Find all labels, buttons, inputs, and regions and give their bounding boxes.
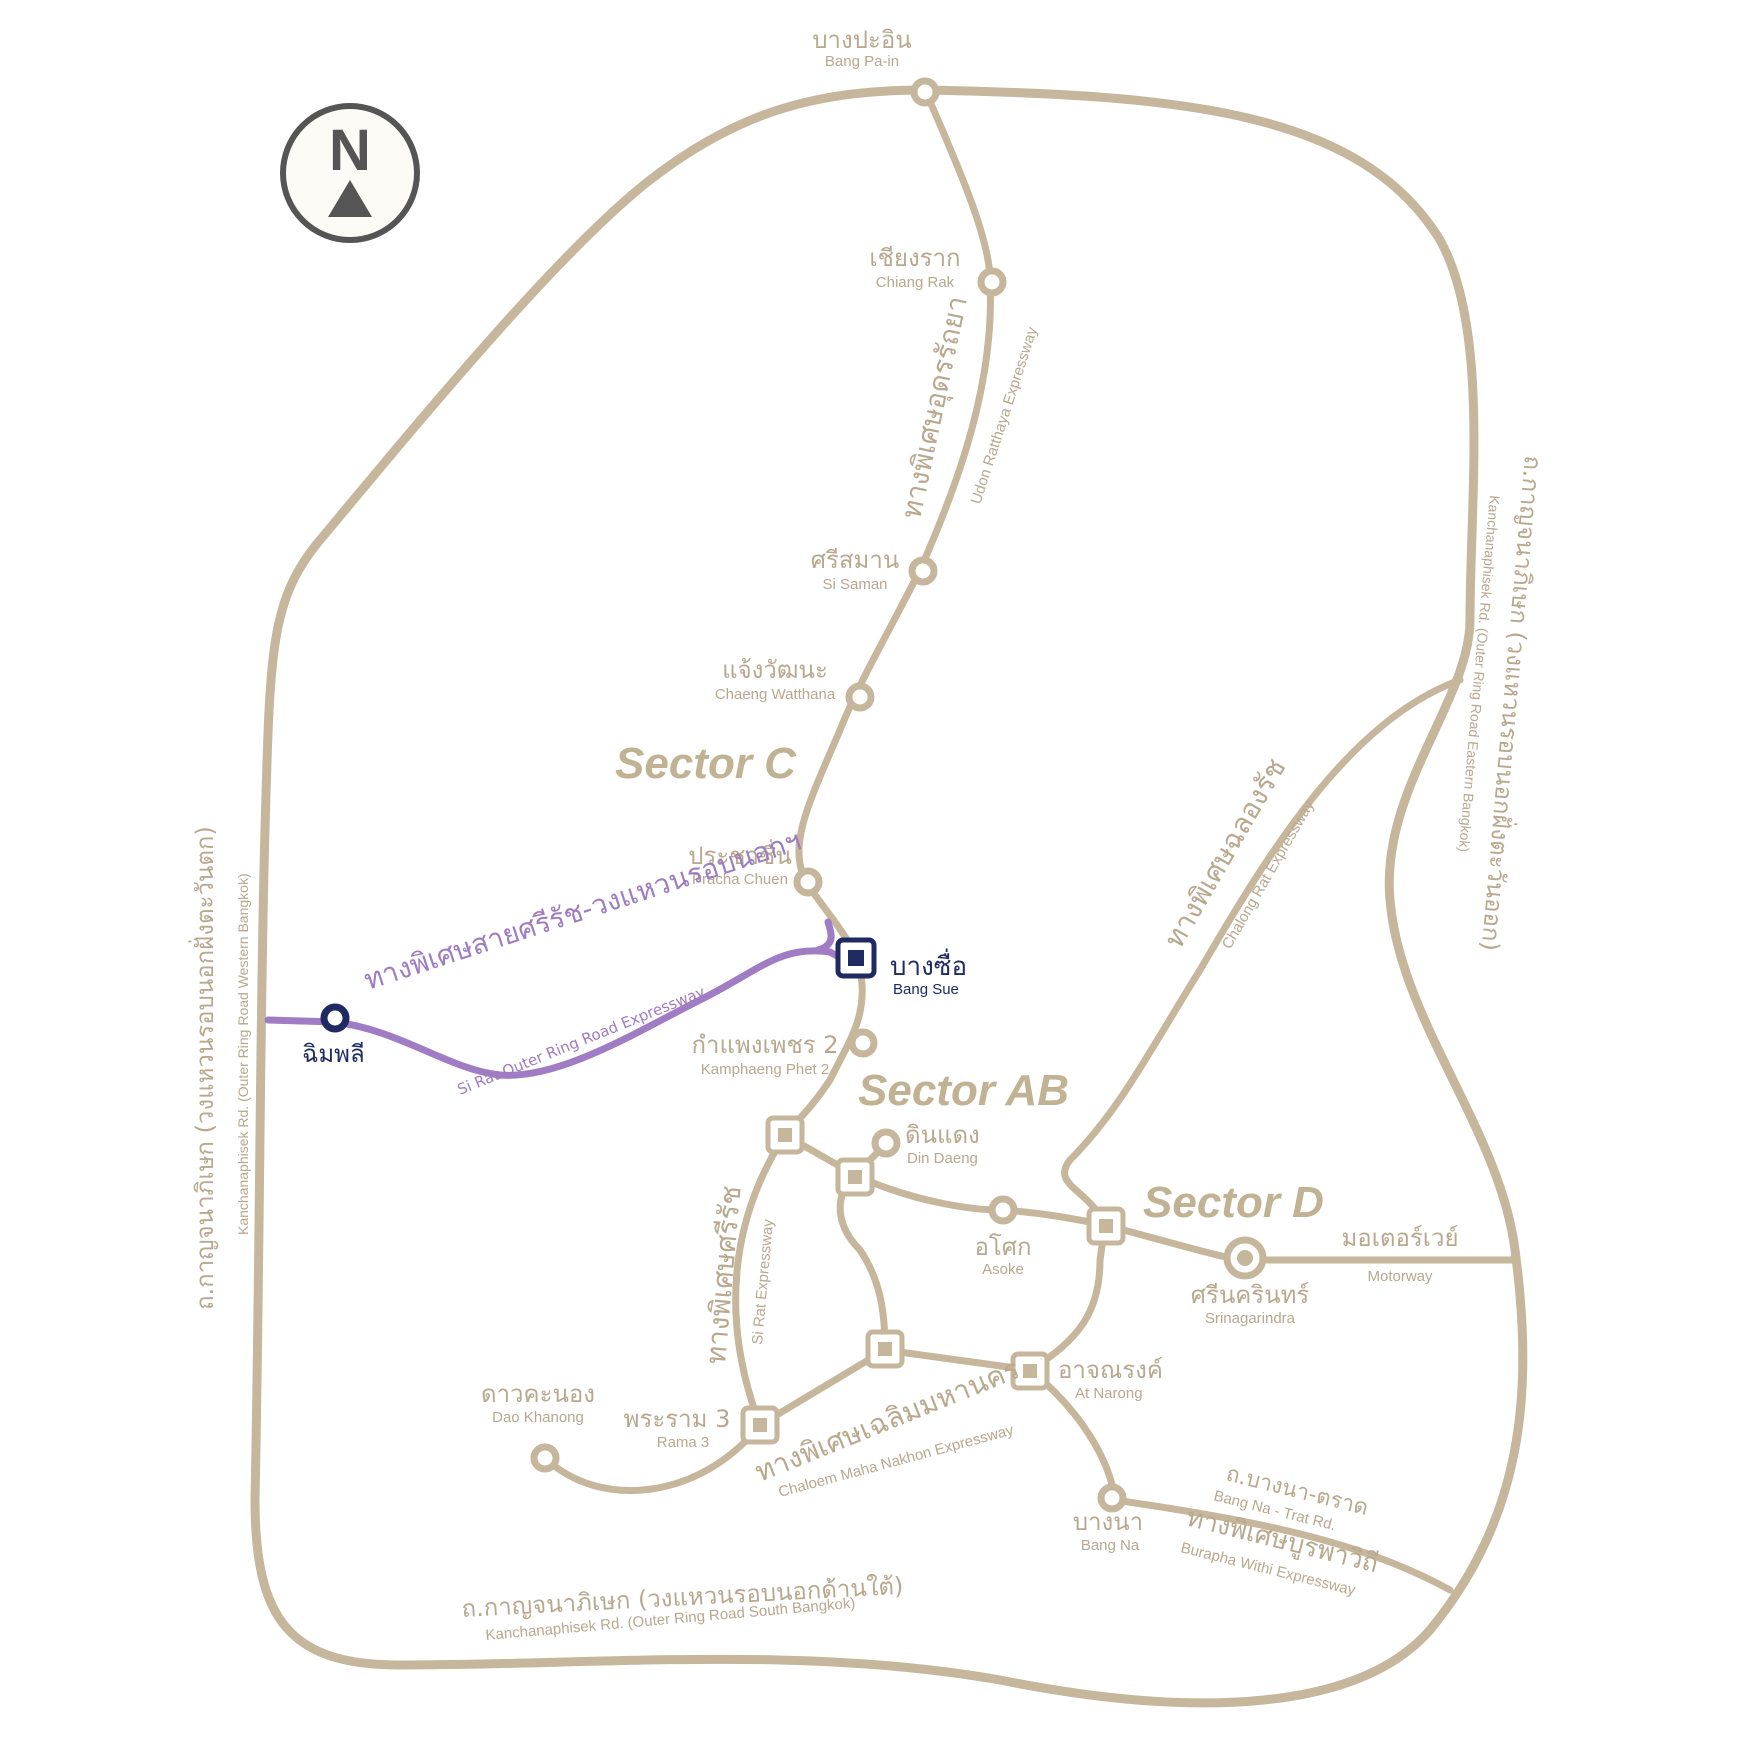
bang-sue-node[interactable] (835, 937, 877, 979)
bang-sue-th: บางซื่อ (890, 948, 967, 982)
dao-khanong-spur (541, 1421, 764, 1494)
interchange-node[interactable] (865, 1329, 905, 1369)
chimphli-node[interactable] (320, 1003, 350, 1033)
purple-junction-curve (814, 918, 835, 954)
si-rat-outer-ring-road-expressway (264, 947, 862, 1079)
interchange-nodes (740, 937, 1126, 1445)
chaeng-watthana-node[interactable] (845, 682, 875, 712)
asoke-node[interactable] (988, 1195, 1018, 1225)
si-saman-th: ศรีสมาน (811, 546, 899, 574)
chaloem-link-2 (756, 1346, 889, 1429)
asoke-th: อโศก (974, 1233, 1031, 1261)
srinagarindra-en: Srinagarindra (1205, 1310, 1296, 1327)
rama3-th: พระราม 3 (624, 1405, 731, 1433)
srinagarindra-dot (1237, 1250, 1253, 1266)
pracha-chuen-th: ประชาชื่น (688, 839, 791, 870)
bang-pain-node[interactable] (910, 77, 940, 107)
interchange-node[interactable] (1010, 1351, 1050, 1391)
chalong-rat-expressway (1061, 676, 1464, 1229)
si-saman-en: Si Saman (822, 576, 887, 593)
chiang-rak-en: Chiang Rak (876, 274, 955, 291)
bang-na-en: Bang Na (1081, 1537, 1140, 1554)
motorway-en: Motorway (1367, 1268, 1433, 1285)
bang-sue-en: Bang Sue (893, 981, 959, 998)
chaeng-watthana-en: Chaeng Watthana (715, 686, 836, 703)
dao-khanong-en: Dao Khanong (492, 1409, 584, 1426)
sector-ab-label: Sector AB (858, 1066, 1069, 1115)
sector-d-label: Sector D (1143, 1178, 1324, 1227)
ring-west-label-en: Kanchanaphisek Rd. (Outer Ring Road West… (235, 873, 251, 1235)
kamphaeng-phet-en: Kamphaeng Phet 2 (701, 1061, 829, 1078)
interchange-node[interactable] (740, 1405, 780, 1445)
bang-pain-th: บางปะอิน (812, 26, 911, 54)
interchange-node[interactable] (835, 1157, 875, 1197)
bang-pain-en: Bang Pa-in (825, 53, 899, 70)
sirat-label-en: Si Rat Expressway (749, 1218, 777, 1345)
srinagarindra-th: ศรีนครินทร์ (1191, 1281, 1310, 1309)
chiang-rak-node[interactable] (977, 267, 1007, 297)
si-rat-expressway (732, 1131, 789, 1429)
motorway-th: มอเตอร์เวย์ (1341, 1224, 1458, 1252)
din-daeng-en: Din Daeng (907, 1150, 978, 1167)
chaloem-link-1 (881, 1346, 1034, 1374)
station-nodes (320, 77, 1267, 1513)
din-daeng-th: ดินแดง (905, 1121, 980, 1149)
interchange-node[interactable] (1086, 1206, 1126, 1246)
outer-ring-road (250, 85, 1528, 1708)
bang-na-node[interactable] (1097, 1483, 1127, 1513)
compass-letter: N (329, 118, 371, 183)
chaeng-watthana-th: แจ้งวัฒนะ (722, 656, 828, 684)
rama3-en: Rama 3 (657, 1434, 710, 1451)
sirat-outer-label-th: ทางพิเศษสายศรีรัช-วงแหวนรอบนอกฯ (360, 824, 805, 997)
kamphaeng-phet-node[interactable] (848, 1028, 878, 1058)
pracha-chuen-en: Pracha Chuen (692, 871, 788, 888)
asoke-en: Asoke (982, 1261, 1024, 1278)
chimphli-th: ฉิมพลี (302, 1040, 365, 1068)
interchange-node[interactable] (765, 1115, 805, 1155)
burapha-withi-expressway (1111, 1496, 1454, 1594)
compass-ring (280, 103, 420, 243)
dao-khanong-node[interactable] (530, 1443, 560, 1473)
dao-khanong-th: ดาวคะนอง (481, 1380, 595, 1408)
compass: N (280, 103, 420, 243)
inner-link (836, 1171, 889, 1354)
chiang-rak-th: เชียงราก (869, 244, 960, 272)
station-labels: บางปะอิน Bang Pa-in เชียงราก Chiang Rak … (302, 26, 1459, 1554)
at-narong-th: อาจณรงค์ (1058, 1356, 1163, 1384)
si-saman-node[interactable] (908, 556, 938, 586)
north-arrow-icon (328, 180, 372, 217)
chaloem-link-3 (1026, 1221, 1109, 1374)
at-narong-en: At Narong (1075, 1385, 1143, 1402)
kamphaeng-phet-th: กำแพงเพชร 2 (691, 1031, 838, 1059)
bang-na-th: บางนา (1073, 1508, 1143, 1536)
sector-c-label: Sector C (615, 739, 797, 788)
udon-label-th: ทางพิเศษอุดรรัถยา (895, 293, 975, 521)
din-daeng-node[interactable] (871, 1128, 901, 1158)
pracha-chuen-node[interactable] (793, 867, 823, 897)
sirat-outer-label-en: Si Rat Outer Ring Road Expressway (455, 983, 708, 1099)
ring-west-label-th: ถ.กาญจนาภิเษก (วงแหวนรอบนอกฝั่งตะวันตก) (188, 826, 219, 1310)
